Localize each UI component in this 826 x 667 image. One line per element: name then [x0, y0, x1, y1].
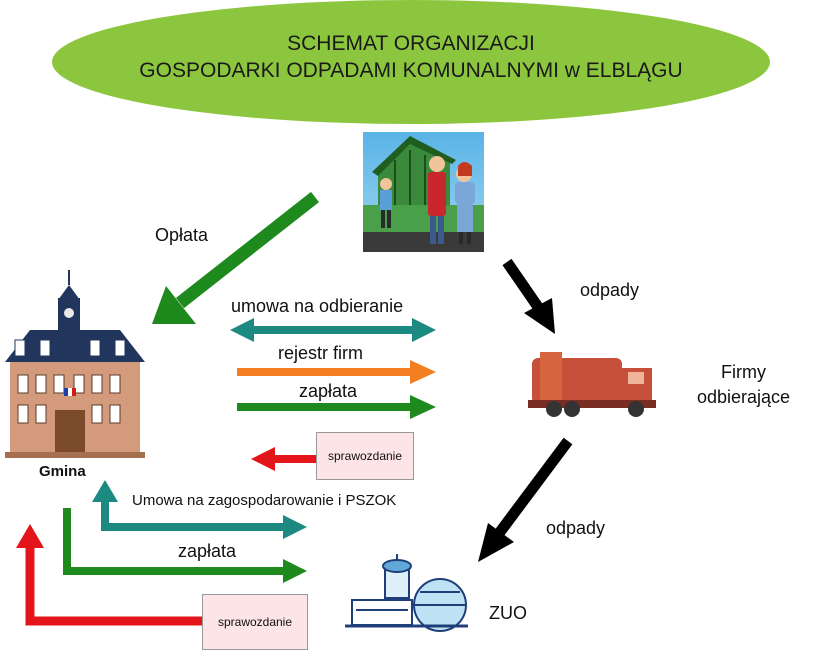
title-line-1: SCHEMAT ORGANIZACJI [287, 32, 535, 55]
zaplata-arrow-bottom [63, 508, 307, 583]
rejestr-arrow [237, 360, 436, 384]
sprawozdanie-box-bottom: sprawozdanie [202, 594, 308, 650]
diagram-title: SCHEMAT ORGANIZACJI GOSPODARKI ODPADAMI … [52, 30, 770, 84]
firmy-label-line-2: odbierające [697, 387, 791, 407]
oplata-arrow [152, 191, 320, 324]
odpady-arrow-bottom [478, 437, 573, 562]
title-ellipse [52, 0, 770, 124]
odpady-arrow-top [502, 258, 555, 334]
umowa-zago-arrow [92, 480, 307, 539]
title-line-2: GOSPODARKI ODPADAMI KOMUNALNYMI w ELBLĄG… [139, 59, 683, 82]
waste-plant-illustration [345, 554, 468, 632]
residents-illustration [363, 132, 484, 252]
garbage-truck-illustration [528, 352, 656, 417]
rejestr-label: rejestr firm [278, 343, 363, 363]
odpady-label-top: odpady [580, 280, 640, 300]
town-hall-illustration [5, 270, 145, 458]
firmy-label-line-1: Firmy [721, 362, 767, 382]
zuo-label: ZUO [489, 603, 527, 623]
umowa-zago-label: Umowa na zagospodarowanie i PSZOK [132, 492, 397, 509]
zaplata-label-top: zapłata [299, 381, 358, 401]
sprawozdanie-arrow-top [251, 447, 316, 471]
sprawozdanie-arrow-bottom [16, 524, 202, 626]
umowa-arrow [230, 318, 436, 342]
umowa-label: umowa na odbieranie [231, 296, 404, 316]
zaplata-label-bottom: zapłata [178, 541, 237, 561]
gmina-label: Gmina [39, 463, 86, 480]
oplata-label: Opłata [155, 225, 209, 245]
zaplata-arrow-top [237, 395, 436, 419]
sprawozdanie-box-top: sprawozdanie [316, 432, 414, 480]
firmy-label: Firmy odbierające [697, 360, 790, 410]
odpady-label-bottom: odpady [546, 518, 606, 538]
